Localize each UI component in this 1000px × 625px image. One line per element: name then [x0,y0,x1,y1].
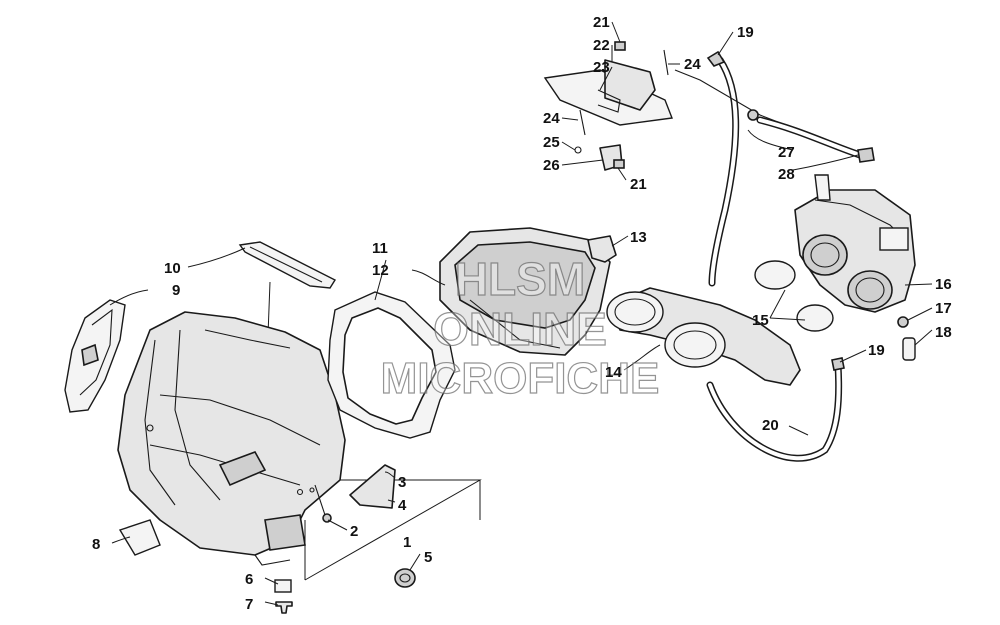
intake-boot [606,287,801,386]
callout-6: 6 [245,571,253,588]
callout-19-lower: 19 [868,342,885,359]
cable-end [857,147,875,163]
callout-14: 14 [605,364,622,381]
side-panel [64,299,126,413]
callout-15: 15 [752,312,769,329]
callout-13: 13 [630,229,647,246]
callout-23: 23 [593,59,610,76]
leader-lines [109,21,933,606]
callout-8: 8 [92,536,100,553]
watermark-line-2: ONLINE [433,303,607,355]
callout-5: 5 [424,549,432,566]
nut [274,579,292,593]
callout-19-upper: 19 [737,24,754,41]
callout-7: 7 [245,596,253,613]
hose-clip-upper [706,50,726,67]
callout-28: 28 [778,166,795,183]
vent-cap [902,337,916,361]
callout-26: 26 [543,157,560,174]
mount-plate [349,464,396,509]
cable-sheath-core [758,118,862,157]
callout-9: 9 [172,282,180,299]
callout-22: 22 [593,37,610,54]
callout-18: 18 [935,324,952,341]
pad [118,519,161,556]
callout-25: 25 [543,134,560,151]
grommet [394,568,416,588]
callout-17: 17 [935,300,952,317]
callout-21-lower: 21 [630,176,647,193]
throttle-cable-core [710,58,738,285]
callout-2: 2 [350,523,358,540]
cable-line [674,69,871,156]
callout-3: 3 [398,474,406,491]
throttle-bracket [543,41,673,171]
callout-12: 12 [372,262,389,279]
top-gasket [238,241,336,289]
clamp-upper [754,260,796,290]
leader-10-drop [267,281,271,336]
watermark-line-1: HLSM [455,253,585,305]
hose-clip-lower [831,357,845,371]
callout-1: 1 [403,534,411,551]
clip [587,235,617,263]
throttle-body [794,174,916,313]
air-box [117,311,346,566]
callout-21-upper: 21 [593,14,610,31]
callout-4: 4 [398,497,407,514]
callout-16: 16 [935,276,952,293]
group-bracket [304,479,482,581]
filter-frame [327,291,456,439]
clamp-lower [796,304,834,332]
fitting [897,316,909,328]
cable-clip [747,109,759,121]
callout-24-right: 24 [684,56,701,73]
bolt [275,601,293,614]
callout-10: 10 [164,260,181,277]
vent-hose-core [708,363,841,461]
watermark-line-3: MICROFICHE [381,354,660,403]
callout-27: 27 [778,144,795,161]
callout-24-left: 24 [543,110,560,127]
filter-box [439,227,611,356]
callout-11: 11 [372,240,388,257]
callout-20: 20 [762,417,779,434]
